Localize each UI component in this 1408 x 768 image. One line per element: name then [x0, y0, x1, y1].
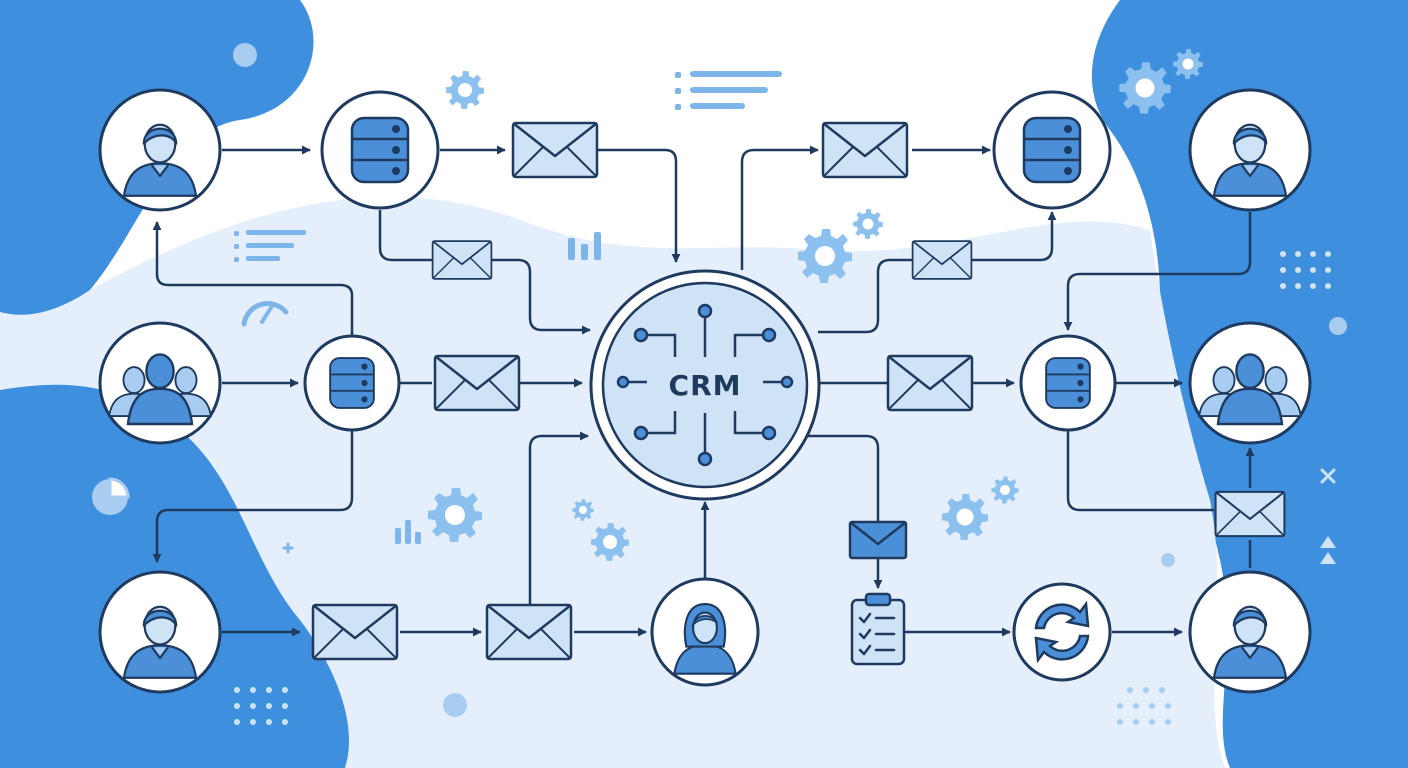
- database-icon: [1022, 116, 1082, 184]
- node-group-mid-right: [1188, 321, 1312, 445]
- decorations: [92, 43, 1347, 725]
- sync-icon: [1034, 600, 1090, 664]
- envelope-icon: [821, 121, 909, 179]
- circuit-icon: [627, 315, 783, 455]
- database-icon: [328, 356, 376, 410]
- hub-label: CRM: [669, 369, 742, 402]
- node-db-top-right: [992, 90, 1112, 210]
- envelope-icon: [911, 240, 973, 280]
- node-db-mid-left: [303, 334, 401, 432]
- envelope-icon: [485, 603, 573, 661]
- database-icon: [1044, 356, 1092, 410]
- crm-hub: CRM: [589, 269, 821, 501]
- envelope-icon: [511, 121, 599, 179]
- node-db-top-left: [320, 90, 440, 210]
- dot-grids: [234, 251, 1331, 725]
- envelope-icon: [433, 354, 521, 412]
- node-user-top-left: [98, 88, 222, 212]
- connectors: [152, 145, 1255, 637]
- envelope-icon: [848, 520, 908, 560]
- envelope-icon: [311, 603, 399, 661]
- envelope-icon: [431, 240, 493, 280]
- node-db-mid-right: [1019, 334, 1117, 432]
- node-sync-bottom-right: [1012, 582, 1112, 682]
- nodes: [98, 88, 1312, 694]
- envelope-icon: [1214, 490, 1286, 538]
- node-user-bottom-left: [98, 570, 222, 694]
- node-user-bottom-right: [1188, 570, 1312, 694]
- clipboard-checklist-icon: [850, 592, 906, 666]
- envelope-icon: [886, 354, 974, 412]
- node-user-bottom-center: [650, 577, 760, 687]
- database-icon: [350, 116, 410, 184]
- node-group-mid-left: [98, 321, 222, 445]
- node-user-top-right: [1188, 88, 1312, 212]
